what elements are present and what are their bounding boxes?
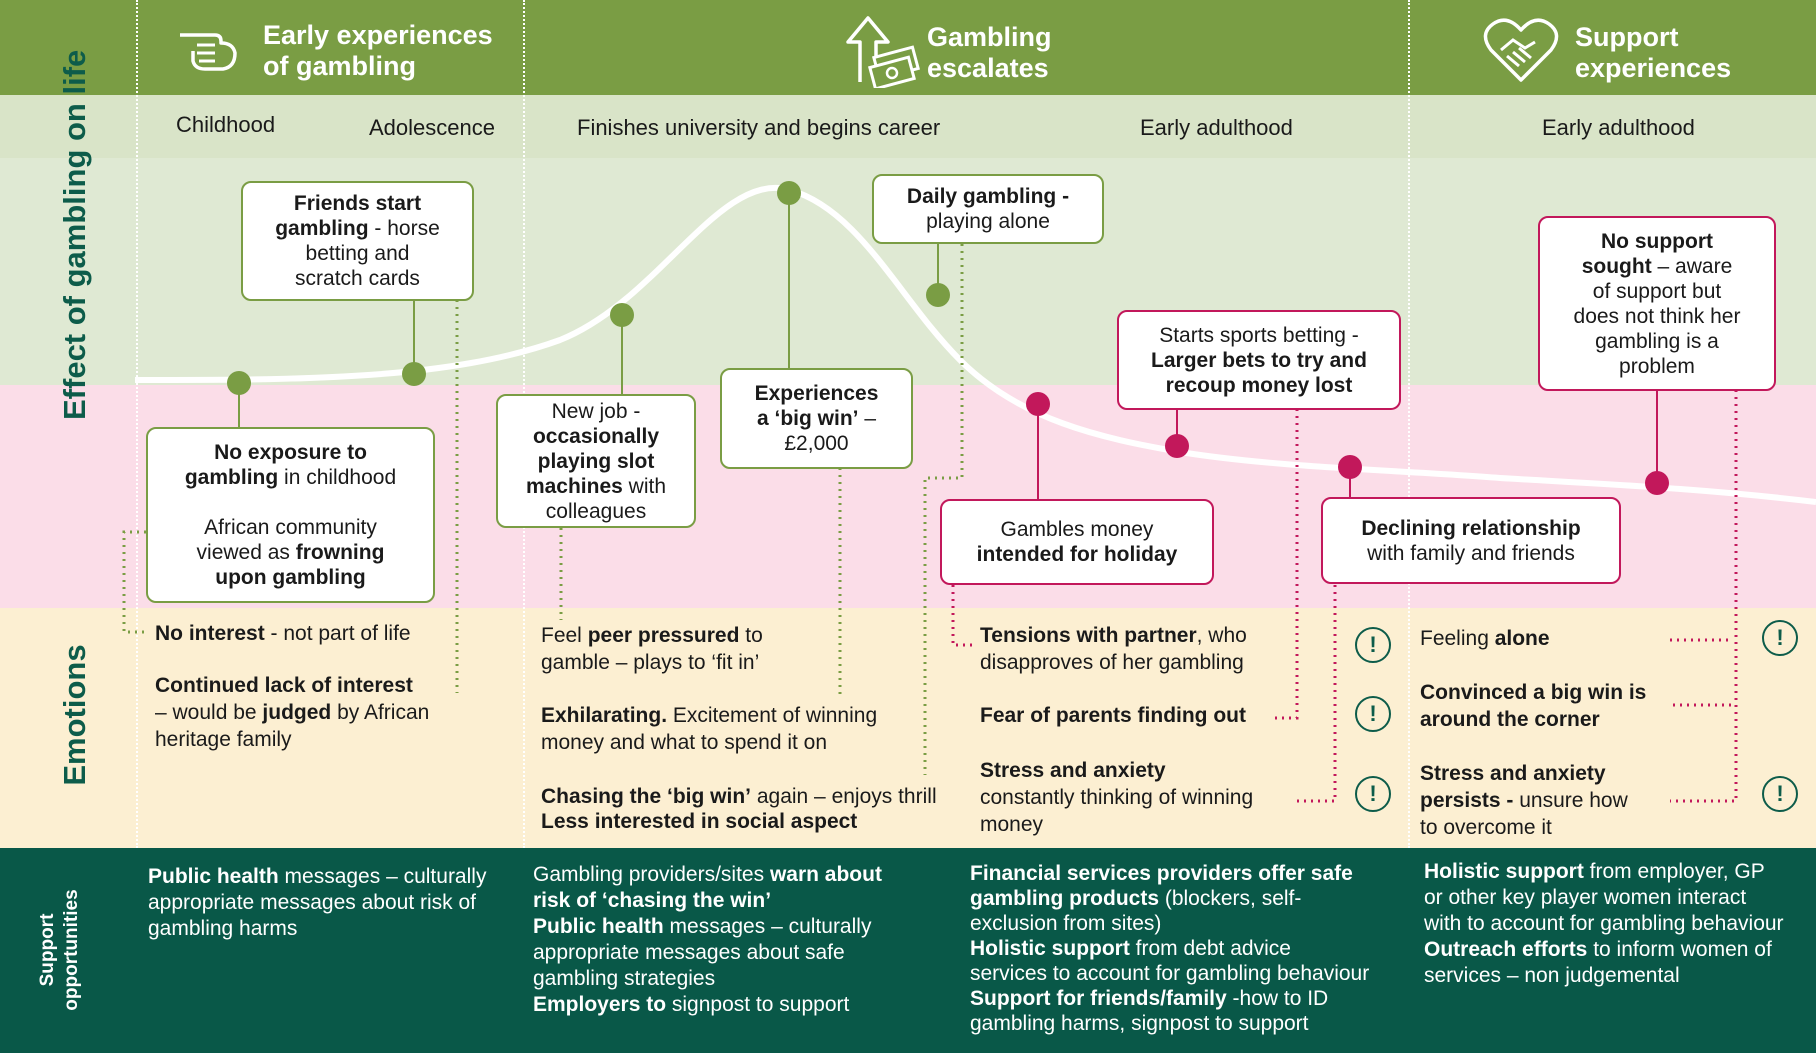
journey-curve (134, 185, 1816, 505)
emotion-exhilarating: Exhilarating. Excitement of winning mone… (541, 704, 878, 754)
event-new-job: New job - occasionally playing slot mach… (496, 394, 696, 528)
emotion-peer-pressure: Feel peer pressured to gamble – plays to… (541, 624, 763, 674)
stage-early-adulthood-2: Early adulthood (1542, 115, 1695, 140)
event-sports-betting: Starts sports betting - Larger bets to t… (1117, 310, 1401, 410)
emotion-convinced-big-win: Convinced a big win is around the corner (1420, 681, 1647, 731)
stage-band (0, 95, 1816, 158)
emotion-feeling-alone: Feeling alone (1420, 627, 1550, 650)
warning-icon: ! (1355, 627, 1391, 663)
emotion-no-interest: No interest - not part of life (155, 622, 411, 645)
stage-adolescence: Adolescence (369, 115, 495, 140)
event-no-exposure: No exposure to gambling in childhood Afr… (146, 427, 435, 603)
warning-icon: ! (1355, 776, 1391, 812)
event-no-support-sought: No support sought – aware of support but… (1538, 216, 1776, 391)
stage-childhood: Childhood (176, 112, 276, 137)
warning-icon: ! (1762, 776, 1798, 812)
support-col1: Public health messages – culturally appr… (148, 865, 487, 940)
warning-icon: ! (1762, 620, 1798, 656)
hand-pointing-icon (180, 33, 237, 71)
column-divider (136, 0, 138, 848)
emotion-stress-anxiety: Stress and anxiety constantly thinking o… (980, 759, 1254, 836)
event-holiday-money: Gambles money intended for holiday (940, 499, 1214, 585)
heart-handshake-icon (1483, 18, 1559, 82)
column-divider (1408, 0, 1410, 848)
event-declining-relationship: Declining relationship with family and f… (1321, 497, 1621, 584)
support-col2: Gambling providers/sites warn about risk… (533, 863, 882, 1016)
support-band (0, 848, 1816, 1053)
support-col3: Financial services providers offer safe … (970, 862, 1370, 1035)
event-daily-gambling: Daily gambling - playing alone (872, 174, 1104, 244)
emotion-continued-lack: Continued lack of interest – would be ju… (155, 674, 430, 751)
event-big-win: Experiences a ‘big win’ – £2,000 (720, 368, 913, 469)
support-col4: Holistic support from employer, GP or ot… (1424, 860, 1784, 987)
emotion-fear-parents: Fear of parents finding out (980, 704, 1246, 727)
emotions-band (0, 608, 1816, 848)
event-friends-start-gambling: Friends start gambling - horse betting a… (241, 181, 474, 301)
money-arrow-icon (846, 16, 921, 88)
emotion-tensions-partner: Tensions with partner, who disapproves o… (980, 624, 1247, 674)
warning-icon: ! (1355, 696, 1391, 732)
emotion-stress-persists: Stress and anxiety persists - unsure how… (1420, 762, 1628, 839)
emotion-chasing-big-win: Chasing the ‘big win’ again – enjoys thr… (541, 785, 937, 833)
stage-early-adulthood-1: Early adulthood (1140, 115, 1293, 140)
stage-career: Finishes university and begins career (577, 115, 941, 140)
